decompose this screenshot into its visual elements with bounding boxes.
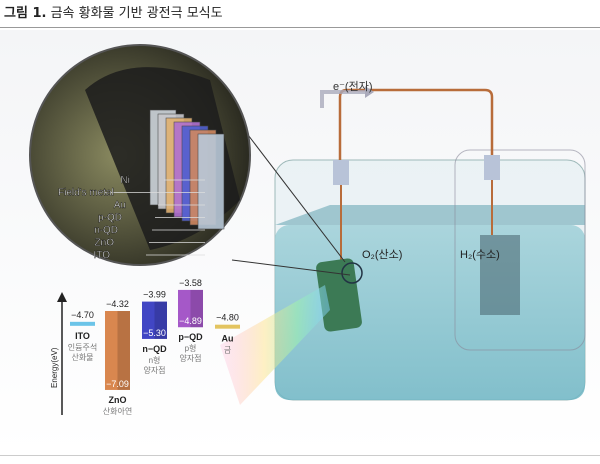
axis-arrow-icon bbox=[57, 292, 67, 302]
bottom-value-label: −5.30 bbox=[143, 328, 166, 338]
energy-bar bbox=[178, 289, 203, 328]
bottom-value-label: −7.09 bbox=[106, 379, 129, 389]
material-desc: 양자점 bbox=[143, 365, 165, 375]
photoelectrode bbox=[316, 258, 362, 332]
h2-label: H₂(수소) bbox=[460, 248, 500, 261]
energy-bar bbox=[105, 311, 130, 390]
o2-label: O₂(산소) bbox=[362, 248, 402, 261]
material-desc: 양자점 bbox=[179, 353, 201, 363]
anode-cap bbox=[333, 160, 349, 185]
wire bbox=[338, 88, 494, 160]
bottom-value-label: −4.89 bbox=[179, 316, 202, 326]
material-desc: 금 bbox=[224, 346, 231, 355]
figure-number: 그림 1. bbox=[4, 6, 47, 21]
layer-label: Field's metal bbox=[58, 188, 114, 199]
layer-label: Ni bbox=[121, 175, 130, 186]
layer-label: n-QD bbox=[94, 225, 118, 236]
material-desc: 산화물 bbox=[71, 352, 93, 362]
layer-label: ITO bbox=[94, 250, 111, 261]
electron-label: e⁻(전자) bbox=[333, 80, 373, 93]
material-desc: n형 bbox=[149, 356, 161, 365]
top-value-label: −4.70 bbox=[71, 310, 94, 320]
top-value-label: −3.99 bbox=[143, 290, 166, 300]
cathode-mesh bbox=[480, 235, 520, 315]
layer-label: p-QD bbox=[98, 213, 122, 224]
material-name: ZnO bbox=[109, 395, 127, 405]
material-name: Au bbox=[222, 334, 234, 344]
electron-arrow bbox=[320, 90, 365, 108]
layer-label: ZnO bbox=[95, 238, 115, 249]
energy-axis-label: Energy(eV) bbox=[50, 347, 59, 388]
material-desc: 산화아연 bbox=[103, 406, 132, 416]
title-divider bbox=[0, 27, 600, 28]
top-value-label: −3.58 bbox=[179, 278, 202, 288]
energy-level bbox=[70, 321, 95, 326]
material-name: n−QD bbox=[142, 344, 167, 354]
layer-label: Au bbox=[114, 200, 126, 211]
cathode-cap bbox=[484, 155, 500, 180]
material-name: ITO bbox=[75, 331, 90, 341]
top-value-label: −4.80 bbox=[216, 313, 239, 323]
zoom-circle bbox=[341, 262, 363, 284]
figure-title: 그림 1. 금속 황화물 기반 광전극 모식도 bbox=[4, 2, 223, 21]
top-value-label: −4.32 bbox=[106, 299, 129, 309]
layer-6 bbox=[197, 133, 225, 230]
material-desc: p형 bbox=[185, 344, 197, 353]
material-name: p−QD bbox=[178, 332, 203, 342]
energy-level bbox=[215, 324, 240, 329]
energy-bar bbox=[142, 301, 167, 339]
light-beam bbox=[220, 285, 330, 405]
figure-caption: 금속 황화물 기반 광전극 모식도 bbox=[50, 6, 223, 21]
electrolysis-tank: e⁻(전자) O₂(산소) H₂(수소) bbox=[274, 80, 586, 401]
material-desc: 인듐주석 bbox=[68, 342, 97, 352]
